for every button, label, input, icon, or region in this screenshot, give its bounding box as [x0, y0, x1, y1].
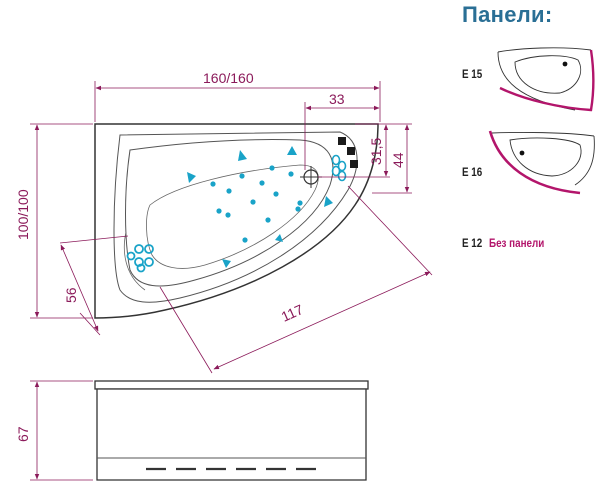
tub-outer-outline [94, 123, 379, 319]
dim-height-label: 67 [15, 426, 31, 442]
tub-seat-line [146, 164, 319, 269]
front-view: 67 [15, 380, 369, 481]
control-buttons [338, 137, 358, 168]
dim-inner-width-label: 56 [63, 287, 79, 303]
dim-drain-inset-label: 31,5 [368, 138, 384, 165]
dimension-lines [30, 81, 433, 374]
panel-e16-thumbnail [488, 130, 595, 195]
height-dimension [30, 380, 93, 481]
top-view: 160/160 33 31,5 44 100/100 56 117 [15, 70, 433, 374]
dim-drain-offset-label: 33 [329, 91, 345, 107]
tub-backrest [123, 231, 146, 291]
dim-width-label: 160/160 [203, 70, 254, 86]
back-jets [126, 244, 154, 273]
hydro-jets [187, 146, 333, 268]
side-jets [331, 154, 347, 182]
dim-depth-label: 100/100 [15, 189, 31, 240]
panel-code-e12: E 12 [462, 236, 483, 250]
panels-title: Панели: [462, 2, 553, 27]
panel-e15-thumbnail [497, 44, 595, 112]
panel-code-e15: E 15 [462, 67, 483, 81]
air-jets [210, 165, 303, 243]
dim-inner-length-label: 117 [279, 301, 306, 325]
panel-e12-note: Без панели [489, 236, 545, 250]
dim-drain-depth-label: 44 [390, 152, 406, 168]
panel-code-e16: E 16 [462, 165, 483, 179]
tub-front-panel [96, 388, 367, 481]
tub-front-rim [94, 380, 369, 390]
tub-rim [113, 131, 358, 303]
